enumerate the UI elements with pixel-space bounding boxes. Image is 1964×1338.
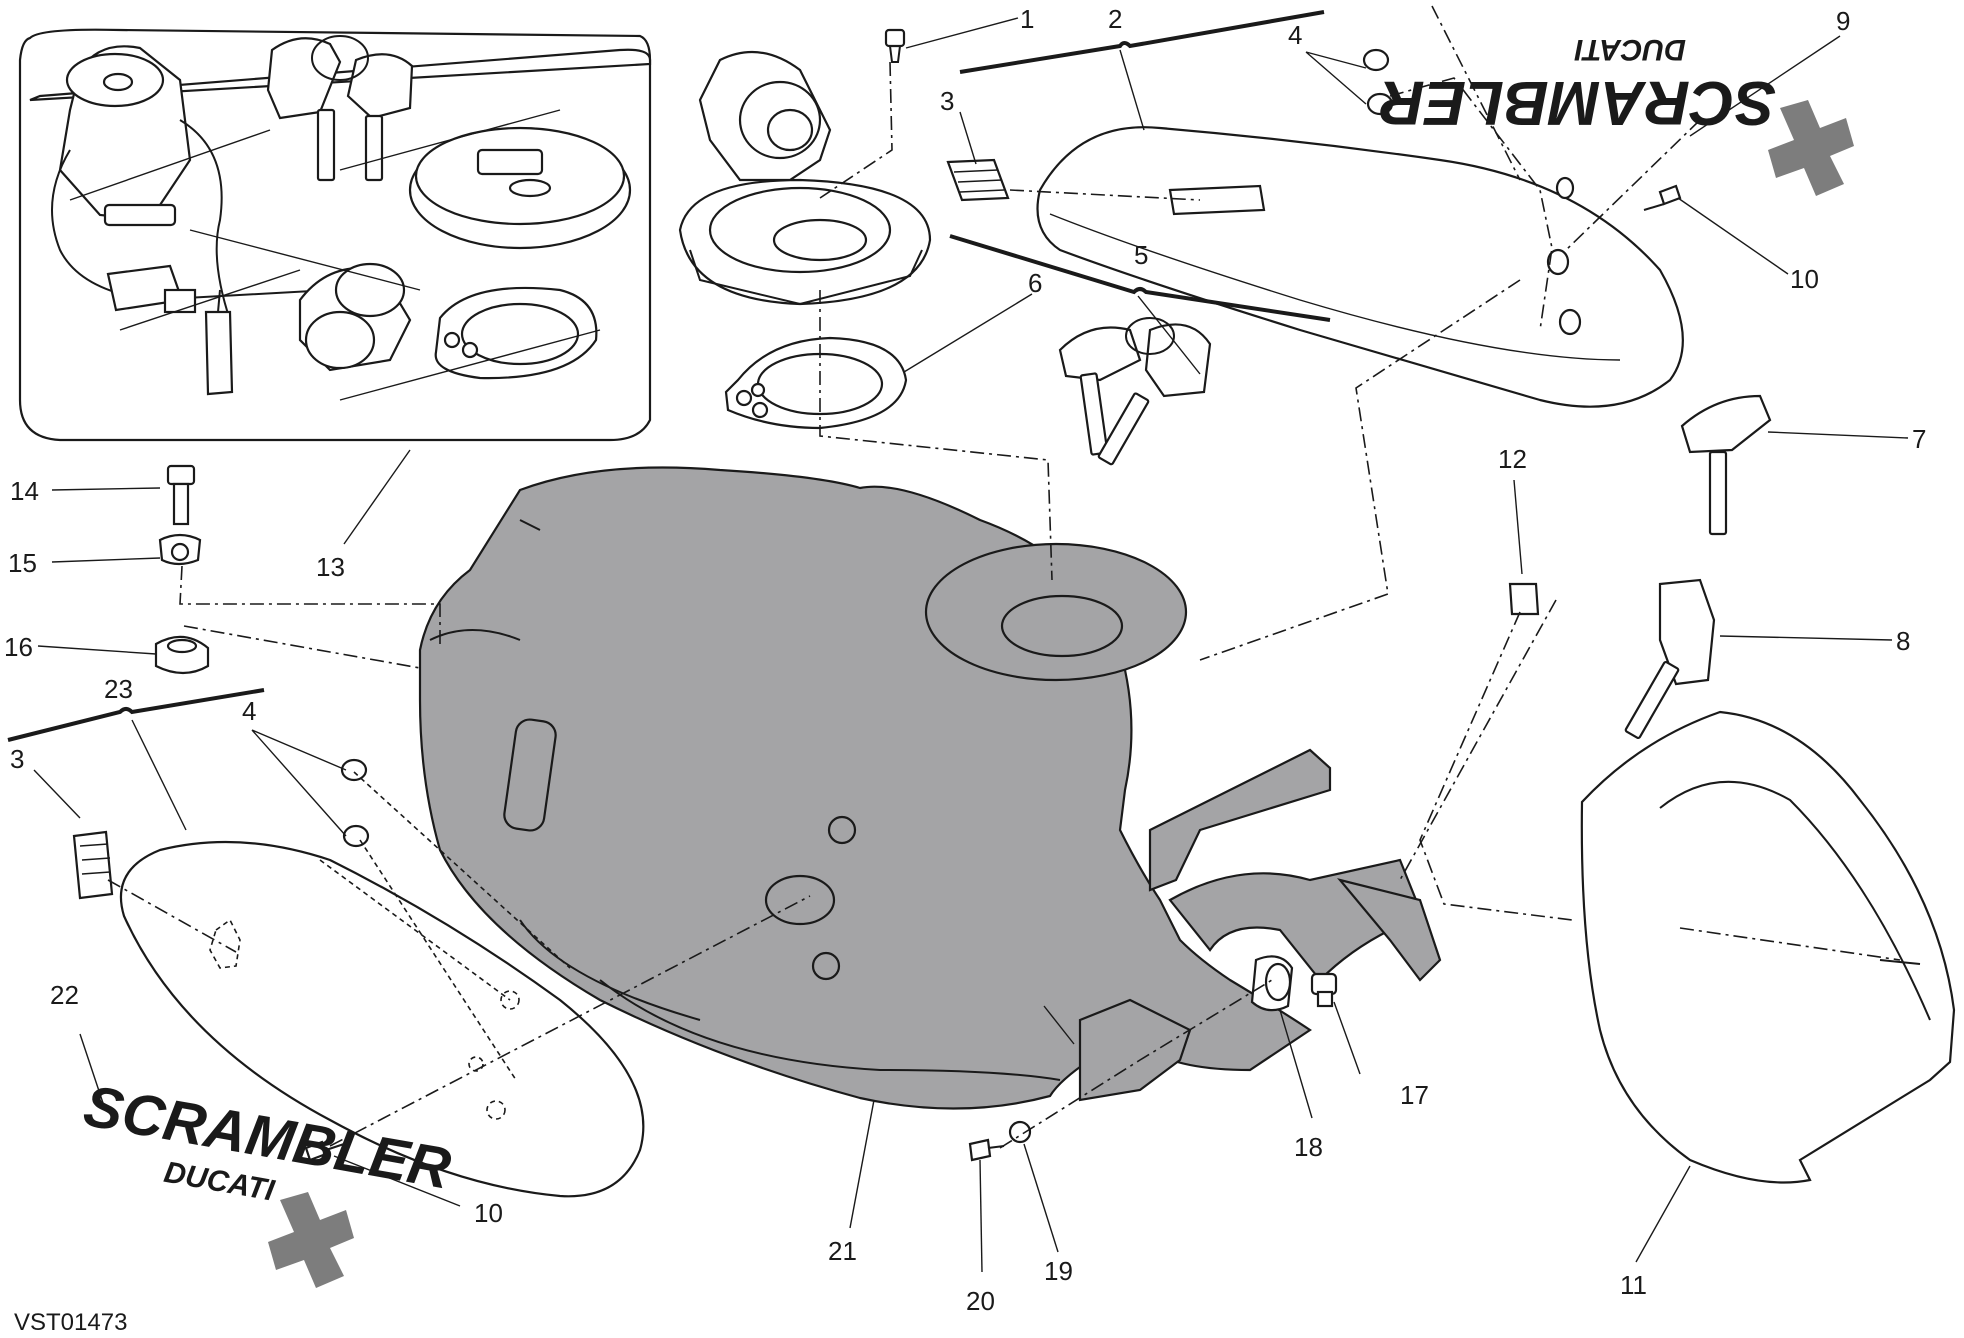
- badge-left: [72, 830, 114, 900]
- callout-5: 5: [1134, 240, 1148, 270]
- callout-14: 14: [10, 476, 39, 506]
- callout-1: 1: [1020, 4, 1034, 34]
- clip-12: [1508, 582, 1540, 616]
- side-panel-left: [119, 840, 645, 1198]
- bracket-23: [7, 688, 265, 742]
- connector: [106, 264, 234, 396]
- washer-19: [1008, 1120, 1032, 1144]
- diagram-code: VST01473: [14, 1309, 127, 1336]
- side-panel-right: [1036, 126, 1684, 408]
- callout-6: 6: [1028, 268, 1042, 298]
- grommet-left-2: [342, 824, 370, 848]
- washer-icon: [158, 533, 202, 566]
- grommet-top-1: [1362, 48, 1390, 72]
- callout-18: 18: [1294, 1132, 1323, 1162]
- callout-15: 15: [8, 548, 37, 578]
- callout-22: 22: [50, 980, 79, 1010]
- bracket-2: [959, 10, 1325, 74]
- screw-20: [968, 1138, 1005, 1162]
- callout-19: 19: [1044, 1256, 1073, 1286]
- cross-logo-icon: [1768, 100, 1854, 196]
- callout-4-top: 4: [1288, 20, 1302, 50]
- callout-9: 9: [1836, 6, 1850, 36]
- bracket-5: [949, 234, 1331, 322]
- callout-2: 2: [1108, 4, 1122, 34]
- callout-8: 8: [1896, 626, 1910, 656]
- screw-left: [304, 1140, 345, 1162]
- cross-logo-icon: [268, 1192, 354, 1288]
- screw-icon: [884, 28, 906, 63]
- callout-13: 13: [316, 552, 345, 582]
- screw-top-right: [1643, 184, 1682, 211]
- callout-16: 16: [4, 632, 33, 662]
- callout-7: 7: [1912, 424, 1926, 454]
- callout-4-left: 4: [242, 696, 256, 726]
- lock-cylinder: [298, 262, 412, 372]
- callout-21: 21: [828, 1236, 857, 1266]
- inset-panel: [18, 28, 652, 442]
- bolt-14: [166, 464, 196, 526]
- cap-gasket: [724, 336, 908, 430]
- svg-text:DUCATI: DUCATI: [1574, 33, 1686, 66]
- fuel-tank: [418, 466, 1442, 1110]
- callout-11: 11: [1620, 1270, 1647, 1300]
- svg-text:SCRAMBLER: SCRAMBLER: [1380, 68, 1776, 137]
- inset-fuel-cap: [408, 126, 632, 250]
- callout-20: 20: [966, 1286, 995, 1316]
- grommet-left-1: [340, 758, 368, 782]
- callout-23: 23: [104, 674, 133, 704]
- spacer-17: [1310, 972, 1338, 1008]
- key-icon: [1058, 317, 1772, 740]
- seat-cowl: [1580, 710, 1956, 1184]
- bushing-16: [154, 635, 210, 675]
- badge-top: [946, 158, 1010, 202]
- brand-logo-top: SCRAMBLER DUCATI: [1380, 33, 1776, 137]
- inset-gasket: [434, 286, 598, 380]
- damper-18: [1250, 955, 1294, 1012]
- callout-10-left: 10: [474, 1198, 503, 1228]
- inset-keys: [266, 35, 414, 182]
- grommet-top-2: [1366, 92, 1394, 116]
- callout-12: 12: [1498, 444, 1527, 474]
- callout-10-right: 10: [1790, 264, 1819, 294]
- callout-17: 17: [1400, 1080, 1429, 1110]
- callout-3-left: 3: [10, 744, 24, 774]
- fuel-cap: [678, 50, 932, 306]
- callout-3-top: 3: [940, 86, 954, 116]
